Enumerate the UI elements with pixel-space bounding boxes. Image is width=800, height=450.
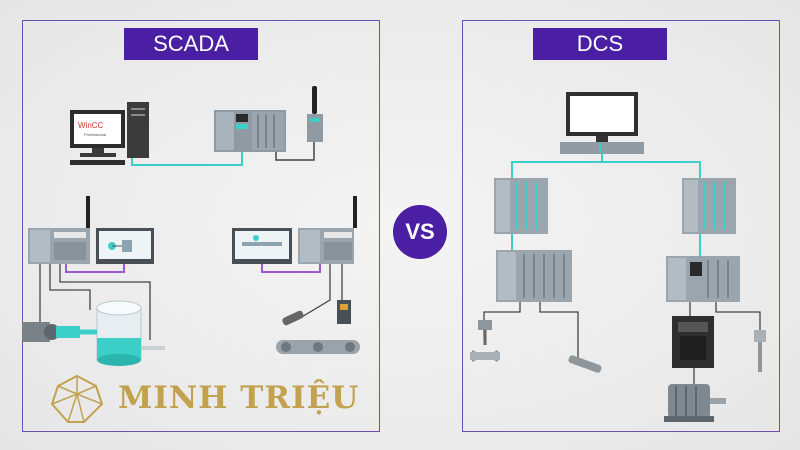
scada-panel [22, 20, 380, 432]
control-valve-icon [470, 320, 500, 362]
scada-plc-rack-icon [214, 110, 286, 152]
left-hmi-panel-icon [96, 228, 154, 264]
scada-title: SCADA [124, 28, 258, 60]
computer-workstation-icon: WinCC Professional [70, 102, 149, 165]
crystal-gem-icon [50, 374, 104, 423]
dcs-io-rack-right-icon [666, 256, 740, 302]
dcs-server-rack-icon [560, 142, 644, 154]
proximity-sensor-icon [282, 310, 304, 326]
brand-name: MINH TRIỆU [118, 380, 360, 416]
wireless-module-icon [307, 86, 323, 142]
right-hmi-panel-icon [232, 228, 292, 264]
frequency-drive-icon [672, 316, 714, 368]
wincc-edition-text: Professional [84, 132, 106, 137]
pump-motor-icon [22, 322, 80, 342]
dcs-network-right [602, 161, 701, 178]
dcs-operator-monitor-icon [566, 92, 638, 142]
temperature-probe-icon [754, 330, 766, 372]
dcs-panel [462, 20, 780, 432]
electric-motor-icon [664, 384, 726, 422]
right-hmi-link [261, 264, 321, 273]
left-hmi-link [65, 264, 125, 273]
photo-sensor-icon [337, 300, 351, 324]
dcs-network-left [511, 154, 603, 178]
wincc-logo-text: WinCC [78, 121, 104, 130]
left-plc-icon [28, 228, 90, 264]
dcs-controller-left-icon [494, 178, 548, 234]
dcs-title: DCS [533, 28, 667, 60]
right-plc-icon [298, 228, 354, 264]
antenna-module-cable [275, 142, 315, 161]
dcs-sensor-probe-icon [568, 355, 602, 373]
storage-tank-icon [80, 300, 165, 366]
dcs-controller-right-icon [682, 178, 736, 234]
conveyor-belt-icon [276, 340, 360, 354]
vs-badge: VS [393, 205, 447, 259]
dcs-io-rack-left-icon [496, 250, 572, 302]
